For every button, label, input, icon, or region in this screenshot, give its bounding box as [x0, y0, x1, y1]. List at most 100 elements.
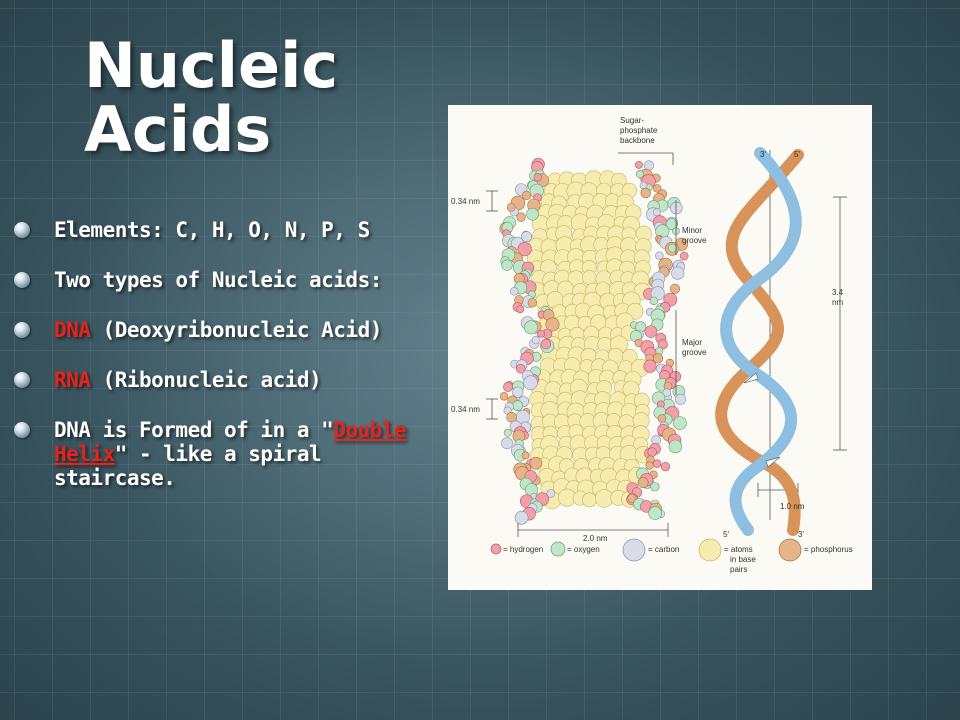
backbone-atom: [637, 477, 649, 488]
dna-term: DNA: [54, 318, 91, 342]
carbon-swatch: [622, 538, 646, 562]
backbone-atom: [670, 283, 681, 294]
label-major-groove: Major: [682, 338, 702, 347]
legend-hydrogen: = hydrogen: [503, 545, 543, 554]
bullet-text: Two types of Nucleic acids:: [54, 268, 382, 292]
hydrogen-swatch: [490, 543, 502, 555]
backbone-atom: [644, 325, 658, 338]
label-5-prime: 5': [794, 150, 800, 159]
dna-structure-figure: Sugar- phosphate backbone Minor groove M…: [448, 105, 872, 590]
backbone-atom: [501, 437, 513, 450]
bullet-double-helix: DNA is Formed of in a "Double Helix" - l…: [14, 418, 434, 490]
bullet-list: Elements: C, H, O, N, P, S Two types of …: [14, 218, 434, 516]
figure-labels: Sugar- phosphate backbone Minor groove M…: [451, 116, 844, 543]
backbone-atom: [515, 363, 526, 374]
backbone-atom: [523, 375, 538, 390]
helix-text-post: " - like a spiral staircase.: [54, 442, 322, 490]
atom-legend: = hydrogen = oxygen = carbon = atoms in …: [490, 538, 853, 574]
label-major-groove: groove: [682, 348, 707, 357]
label-034nm: 0.34 nm: [451, 197, 480, 206]
backbone-atom: [540, 338, 552, 350]
label-034nm: 0.34 nm: [451, 405, 480, 414]
legend-base-atoms: pairs: [730, 565, 747, 574]
label-minor-groove: groove: [682, 236, 707, 245]
base-atom: [581, 270, 597, 286]
label-minor-groove: Minor: [682, 226, 702, 235]
backbone-atom: [648, 506, 662, 520]
backbone-atom: [665, 218, 678, 230]
space-filling-model: [499, 157, 689, 525]
label-backbone: backbone: [620, 136, 655, 145]
label-3-prime: 3': [798, 530, 804, 539]
bullet-text: Elements: C, H, O, N, P, S: [54, 218, 370, 242]
backbone-atom: [675, 393, 687, 405]
backbone-atom: [668, 243, 677, 253]
backbone-atom: [512, 400, 524, 412]
backbone-atom: [657, 414, 667, 423]
base-atom: [597, 336, 613, 352]
backbone-atom: [503, 428, 512, 437]
backbone-atom: [650, 482, 660, 492]
slide-title: Nucleic Acids: [84, 34, 424, 162]
backbone-atom: [635, 170, 644, 179]
direction-arrow-icon: [765, 456, 781, 468]
backbone-atom: [516, 212, 526, 222]
backbone-atom: [521, 231, 533, 243]
backbone-atom: [499, 392, 509, 401]
legend-carbon: = carbon: [648, 545, 679, 554]
backbone-atom: [521, 451, 530, 460]
backbone-atom: [672, 416, 687, 430]
title-line-2: Acids: [84, 93, 272, 166]
backbone-atom: [521, 190, 532, 200]
backbone-atom: [627, 493, 637, 503]
bullet-icon: [14, 222, 30, 238]
backbone-atom: [643, 160, 655, 171]
backbone-atom: [526, 207, 539, 221]
label-backbone: phosphate: [620, 126, 658, 135]
bullet-rna: RNA (Ribonucleic acid): [14, 368, 434, 392]
dna-diagram: Sugar- phosphate backbone Minor groove M…: [451, 116, 853, 574]
backbone-atom: [660, 462, 671, 472]
bullet-icon: [14, 272, 30, 288]
backbone-atom: [671, 266, 685, 280]
base-atom: [582, 492, 597, 508]
backbone-atom: [645, 461, 654, 470]
rna-definition: (Ribonucleic acid): [90, 368, 322, 392]
backbone-atom: [635, 160, 643, 169]
backbone-atom: [653, 184, 662, 193]
label-5-prime: 5': [723, 530, 729, 539]
legend-oxygen: = oxygen: [567, 545, 600, 554]
dna-definition: (Deoxyribonucleic Acid): [90, 318, 383, 342]
phosphorus-swatch: [778, 538, 802, 562]
bullet-dna: DNA (Deoxyribonucleic Acid): [14, 318, 434, 342]
backbone-atom: [662, 388, 671, 397]
backbone-atom: [652, 208, 661, 217]
backbone-atom: [516, 305, 525, 314]
label-34nm: 3.4: [832, 288, 844, 297]
backbone-atom: [652, 353, 664, 364]
rna-term: RNA: [54, 368, 91, 392]
backbone-atom: [640, 187, 651, 199]
label-10nm: 1.0 nm: [780, 502, 805, 511]
backbone-atom: [512, 386, 524, 398]
bullet-icon: [14, 322, 30, 338]
direction-arrow-icon: [743, 372, 759, 384]
backbone-atom: [668, 439, 683, 454]
double-helix-link[interactable]: Double Helix: [54, 418, 407, 466]
strand-blue: [720, 147, 802, 536]
bullet-icon: [14, 372, 30, 388]
base-atom-swatch: [698, 538, 722, 562]
backbone-atom: [503, 381, 513, 392]
backbone-atom: [649, 296, 659, 306]
legend-base-atoms: in base: [730, 555, 756, 564]
backbone-atom: [524, 320, 539, 335]
bullet-types: Two types of Nucleic acids:: [14, 268, 434, 292]
backbone-atom: [517, 242, 532, 257]
backbone-atom: [643, 359, 657, 373]
oxygen-swatch: [550, 541, 566, 557]
title-line-1: Nucleic: [84, 29, 339, 102]
backbone-atom: [679, 251, 689, 261]
legend-base-atoms: = atoms: [724, 545, 753, 554]
helix-text-pre: DNA is Formed of in a ": [54, 418, 334, 442]
backbone-atom: [510, 287, 519, 296]
